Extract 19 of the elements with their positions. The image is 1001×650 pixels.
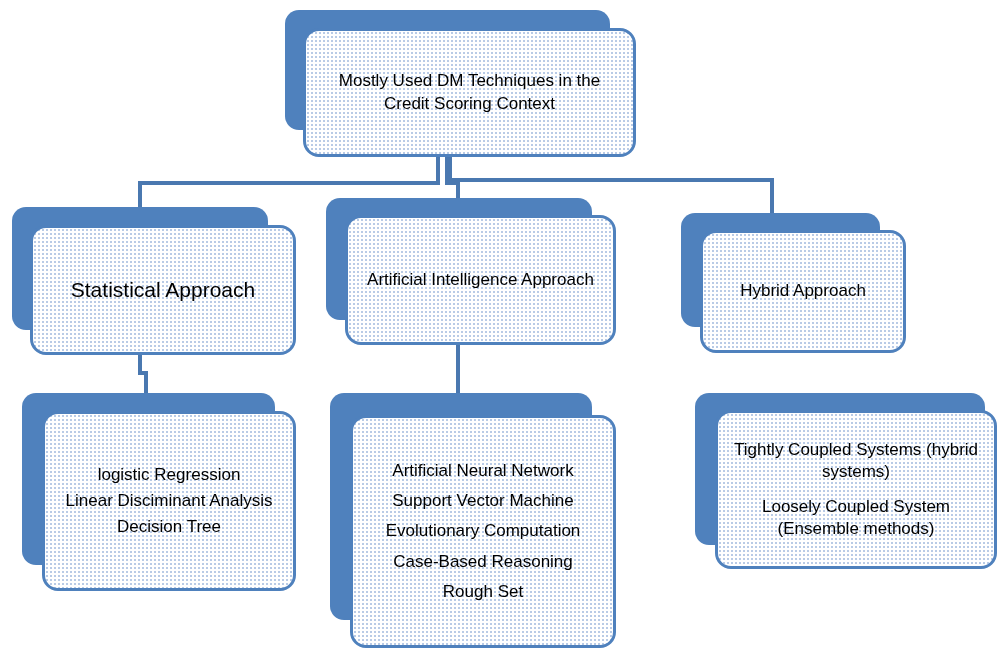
card-text: Decision Tree	[117, 516, 221, 539]
card-text: Rough Set	[442, 580, 524, 603]
card-text: Linear Disciminant Analysis	[65, 489, 273, 512]
card-text: Artificial Neural Network	[392, 460, 574, 483]
card-text: Loosely Coupled System (Ensemble methods)	[760, 495, 951, 540]
card-text: Support Vector Machine	[392, 490, 574, 513]
card-text: Tightly Coupled Systems (hybrid systems)	[732, 439, 980, 484]
connector-line	[448, 157, 774, 213]
card-text: logistic Regression	[97, 463, 241, 486]
card-text: Case-Based Reasoning	[393, 550, 573, 573]
card-text: Statistical Approach	[70, 277, 256, 304]
connector-line	[445, 157, 460, 198]
card-text: Evolutionary Computation	[385, 520, 581, 543]
card-text: Artificial Intelligence Approach	[367, 268, 594, 291]
connector-line	[138, 157, 440, 207]
card-text: Hybrid Approach	[740, 280, 866, 303]
card-text: Mostly Used DM Techniques in the Credit Scoring Context	[337, 70, 602, 115]
connector-line	[456, 345, 460, 393]
connector-line	[138, 355, 148, 393]
